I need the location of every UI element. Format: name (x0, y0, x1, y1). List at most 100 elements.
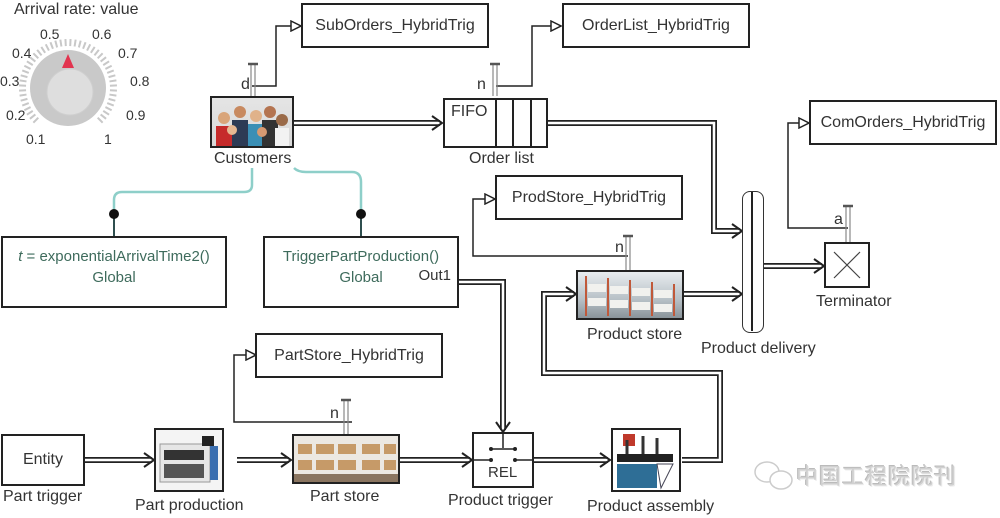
trigger-part-production-function-block[interactable]: TriggerPartProduction() Global Out1 (263, 236, 459, 308)
knob-tick (20, 74, 28, 79)
knob-tick (36, 49, 43, 56)
part-trigger-label: Part trigger (3, 488, 83, 505)
order-list-port-n: n (477, 76, 486, 93)
product-assembly-label: Product assembly (587, 498, 715, 515)
knob-dial[interactable] (0, 0, 160, 150)
terminator-block[interactable] (824, 242, 870, 288)
knob-tick (106, 69, 115, 74)
knob-tick (86, 43, 92, 52)
knob-tick-label: 0.7 (118, 45, 138, 61)
order-list-label: Order list (469, 150, 534, 167)
trigger-function-port-out1: Out1 (418, 267, 451, 284)
partstore-trigger-block[interactable]: PartStore_HybridTrig (255, 333, 443, 378)
part-store-label: Part store (310, 488, 380, 505)
warehouse-icon (585, 276, 675, 316)
knob-tick (40, 46, 46, 54)
part-store-port-n: n (330, 405, 339, 422)
part-production-block[interactable] (154, 428, 224, 492)
arrival-function-expr: t = exponentialArrivalTime2() (18, 248, 210, 265)
knob-tick (90, 46, 96, 54)
part-store-block[interactable] (292, 434, 400, 484)
machine-icon (159, 436, 218, 483)
knob-tick-label: 0.6 (92, 26, 112, 42)
suborders-trigger-label: SubOrders_HybridTrig (315, 16, 475, 34)
signal-n-to-orderlist (496, 26, 560, 87)
customers-port-d: d (241, 76, 250, 93)
knob-tick (96, 116, 104, 124)
prodstore-trigger-label: ProdStore_HybridTrig (511, 188, 667, 206)
product-store-label: Product store (587, 326, 683, 343)
knob-tick (29, 113, 36, 120)
signal-a-to-comorders (787, 123, 848, 229)
knob-tick-label: 0.9 (126, 107, 146, 123)
knob-tick (109, 93, 117, 97)
knob-tick (26, 110, 34, 116)
knob-tick (20, 97, 28, 102)
knob-tick (29, 56, 36, 63)
knob-tick (21, 69, 30, 74)
knob-tick (100, 56, 107, 63)
orderlist-trigger-block[interactable]: OrderList_HybridTrig (562, 3, 750, 48)
product-trigger-gate-block[interactable]: REL (472, 432, 534, 488)
knob-tick-label: 0.4 (12, 45, 32, 61)
knob-tick-label: 0.2 (6, 107, 26, 123)
terminator-label: Terminator (816, 293, 892, 310)
link-dot (109, 209, 119, 219)
knob-tick (54, 40, 59, 48)
product-assembly-block[interactable] (611, 428, 681, 492)
prodstore-trigger-block[interactable]: ProdStore_HybridTrig (495, 175, 683, 220)
knob-tick (44, 43, 50, 52)
customers-people-icon (216, 106, 289, 146)
watermark: 中国工程院院刊 (752, 458, 957, 492)
knob-tick (23, 64, 32, 70)
knob-title: Arrival rate: value (14, 1, 139, 18)
knob-tick (82, 41, 87, 50)
knob-tick (104, 106, 113, 112)
knob-tick-label: 0.5 (40, 26, 60, 42)
knob-tick (21, 102, 30, 107)
product-delivery-block[interactable] (742, 191, 764, 333)
trigger-function-scope: Global (339, 269, 383, 286)
part-trigger-entity-block[interactable]: Entity (1, 434, 85, 486)
terminator-port-a: a (834, 211, 843, 228)
knob-pointer (62, 54, 74, 68)
knob-tick (19, 79, 27, 83)
gate-type-label: REL (488, 464, 518, 481)
queue-slots (495, 100, 548, 146)
knob-tick (108, 97, 116, 102)
trigger-function-expr: TriggerPartProduction() (282, 248, 440, 265)
wechat-icon (754, 461, 793, 490)
product-store-block[interactable] (576, 270, 684, 320)
knob-tick-label: 0.3 (0, 73, 20, 89)
product-trigger-label: Product trigger (448, 492, 553, 509)
assembly-machine-icon (617, 434, 674, 490)
signal-d-to-suborders (252, 26, 300, 87)
knob-tick (102, 110, 110, 116)
knob-tick (26, 60, 34, 66)
knob-tick (19, 93, 27, 97)
knob-tick (73, 39, 77, 47)
knob-tick-label: 0.1 (26, 131, 46, 147)
queue-type-label: FIFO (451, 103, 488, 120)
customers-block[interactable] (210, 96, 294, 148)
watermark-text: 中国工程院院刊 (796, 464, 958, 489)
knob-tick (106, 102, 115, 107)
arrival-time-function-block[interactable]: t = exponentialArrivalTime2() Global (1, 236, 227, 308)
comorders-trigger-block[interactable]: ComOrders_HybridTrig (809, 100, 997, 145)
suborders-trigger-block[interactable]: SubOrders_HybridTrig (301, 3, 489, 48)
knob-tick (104, 64, 113, 70)
order-list-queue[interactable]: FIFO (443, 98, 548, 148)
knob-tick (32, 52, 40, 60)
knob-tick (59, 39, 63, 47)
signal-n-to-prodstore (472, 199, 628, 257)
product-store-port-n: n (615, 239, 624, 256)
product-delivery-label: Product delivery (701, 340, 816, 357)
knob-tick (100, 113, 107, 120)
knob-tick (23, 106, 32, 112)
knob-tick-label: 1 (104, 131, 112, 147)
switch-icon (474, 434, 532, 462)
signal-n-to-partstore (233, 355, 352, 423)
arrival-function-scope: Global (92, 269, 136, 286)
terminator-x-icon (833, 251, 861, 279)
